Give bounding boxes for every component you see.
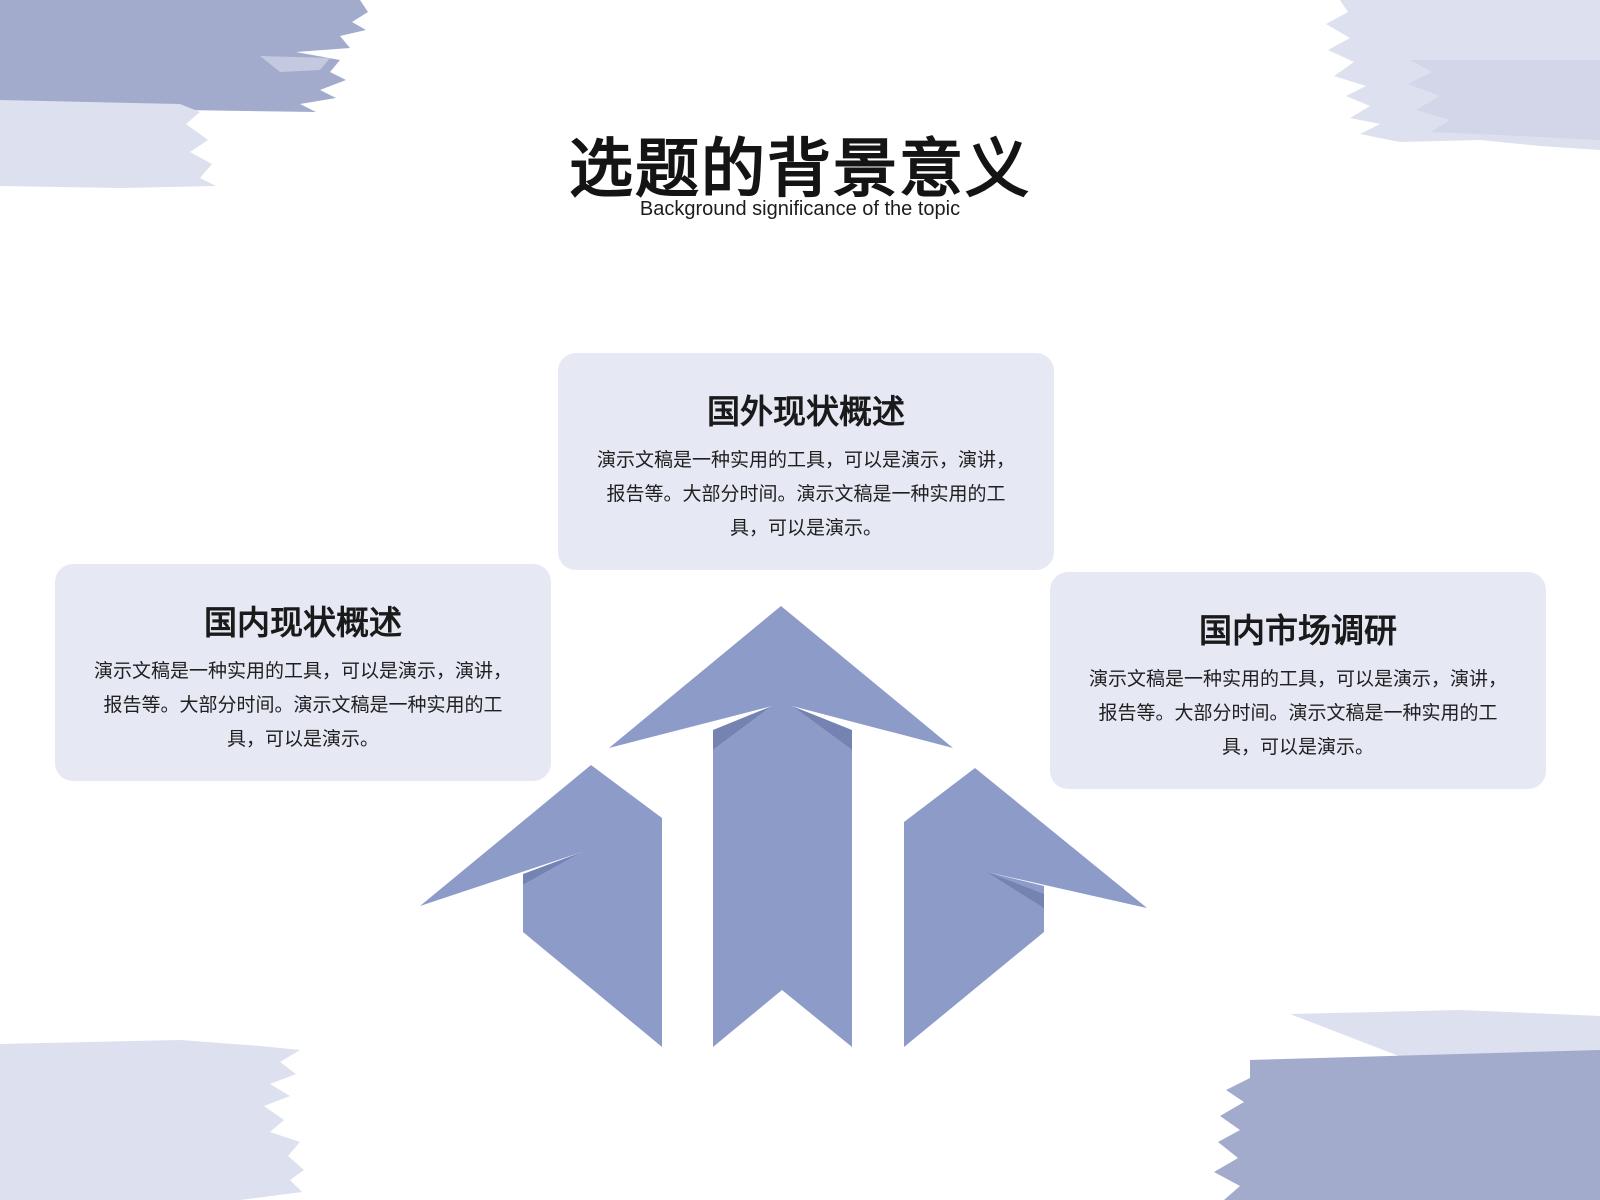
- card-overseas-status: 国外现状概述 演示文稿是一种实用的工具，可以是演示，演讲，报告等。大部分时间。演…: [558, 353, 1054, 570]
- right-arrow-icon: [904, 768, 1147, 1047]
- brush-stroke-top-right: [1326, 0, 1600, 150]
- card-title: 国内市场调研: [1199, 611, 1397, 650]
- three-upward-arrows-icon: [420, 606, 1147, 1047]
- card-title: 国内现状概述: [204, 603, 402, 642]
- brush-stroke-bottom-right: [1214, 1010, 1600, 1200]
- card-body: 演示文稿是一种实用的工具，可以是演示，演讲，报告等。大部分时间。演示文稿是一种实…: [93, 660, 512, 750]
- center-arrow-icon: [609, 606, 953, 1047]
- left-arrow-icon: [420, 765, 662, 1047]
- card-body: 演示文稿是一种实用的工具，可以是演示，演讲，报告等。大部分时间。演示文稿是一种实…: [1088, 668, 1507, 758]
- card-domestic-market-research: 国内市场调研 演示文稿是一种实用的工具，可以是演示，演讲，报告等。大部分时间。演…: [1050, 572, 1546, 789]
- card-domestic-status: 国内现状概述 演示文稿是一种实用的工具，可以是演示，演讲，报告等。大部分时间。演…: [55, 564, 551, 781]
- brush-stroke-top-left: [0, 0, 368, 188]
- page-title: 选题的背景意义: [569, 133, 1031, 207]
- brush-stroke-bottom-left: [0, 1040, 304, 1200]
- page-subtitle: Background significance of the topic: [639, 198, 961, 220]
- card-title: 国外现状概述: [707, 392, 905, 431]
- card-body: 演示文稿是一种实用的工具，可以是演示，演讲，报告等。大部分时间。演示文稿是一种实…: [596, 449, 1015, 539]
